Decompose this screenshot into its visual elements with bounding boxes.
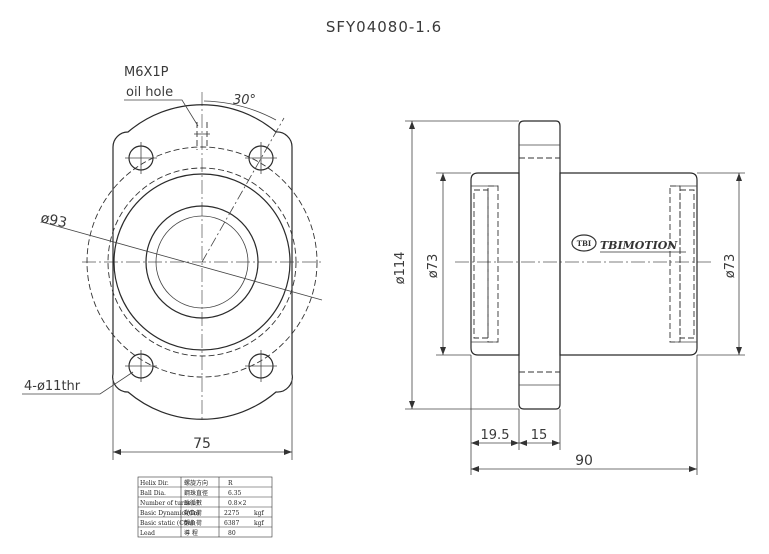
table-row: Basic Dynamic (Ca) 動負荷 2275 kgf	[140, 509, 264, 517]
body-right	[559, 172, 698, 356]
svg-text:0.8×2: 0.8×2	[228, 500, 247, 507]
table-row: Number of turns 珠循數 0.8×2	[140, 499, 247, 507]
svg-text:動負荷: 動負荷	[184, 509, 202, 517]
diameter-label: ø93	[39, 210, 68, 231]
svg-text:鋼珠直徑: 鋼珠直徑	[184, 489, 208, 497]
body-diameter-left-label: ø73	[426, 254, 441, 279]
angle-arc	[203, 100, 277, 121]
thread-label: M6X1P	[124, 65, 169, 80]
arrow	[284, 449, 292, 455]
svg-text:6.35: 6.35	[228, 490, 242, 497]
svg-text:Ball Dia.: Ball Dia.	[140, 490, 166, 497]
table-row: Helix Dir. 螺旋方向 R	[140, 479, 233, 487]
holes-label: 4-ø11thr	[24, 379, 81, 394]
svg-text:2275: 2275	[224, 510, 239, 517]
svg-text:80: 80	[228, 530, 236, 537]
seal-left-hidden	[473, 189, 489, 339]
brand-mark: TBI	[577, 239, 591, 248]
angle-label: 30°	[233, 93, 256, 108]
diameter-leader	[41, 221, 323, 301]
oil-hole	[194, 122, 210, 150]
body-outer-circle	[113, 173, 291, 351]
table-row: Ball Dia. 鋼珠直徑 6.35	[140, 489, 242, 497]
seal-right-hidden-2	[669, 185, 681, 343]
seal-left-hidden-2	[487, 185, 499, 343]
svg-text:螺旋方向: 螺旋方向	[184, 479, 208, 487]
mounting-holes	[125, 142, 277, 382]
nut-inner-circle	[145, 205, 259, 319]
spec-table: Helix Dir. 螺旋方向 R Ball Dia. 鋼珠直徑 6.35 Nu…	[137, 476, 273, 538]
arrow	[409, 401, 415, 409]
bolt-circle	[107, 167, 297, 357]
svg-text:Basic Dynamic (Ca): Basic Dynamic (Ca)	[140, 510, 200, 517]
body-left	[470, 172, 520, 356]
svg-text:Lead: Lead	[140, 530, 155, 537]
dim-a-label: 19.5	[481, 428, 510, 443]
body-diameter-right-label: ø73	[723, 254, 738, 279]
svg-text:kgf: kgf	[254, 520, 264, 527]
holes-leader	[22, 371, 134, 395]
dim-b-label: 15	[531, 428, 548, 443]
oil-hole-leader	[124, 99, 199, 127]
arrow	[409, 121, 415, 129]
brand-text: TBIMOTION	[600, 239, 678, 252]
oil-hole-label: oil hole	[126, 85, 173, 100]
arrow	[113, 449, 121, 455]
brand-logo: TBI TBIMOTION	[571, 234, 686, 253]
flange-circle-hidden	[86, 146, 318, 378]
svg-text:Helix Dir.: Helix Dir.	[140, 480, 169, 487]
svg-text:導 程: 導 程	[184, 529, 198, 537]
svg-text:R: R	[228, 480, 233, 487]
front-view: M6X1P oil hole 30° ø93 4-ø11thr 75	[22, 65, 323, 460]
svg-text:6387: 6387	[224, 520, 239, 527]
length-label: 90	[575, 453, 593, 469]
svg-text:靜負荷: 靜負荷	[184, 519, 202, 527]
bore-circle	[155, 215, 249, 309]
flange-diameter-label: ø114	[393, 252, 408, 285]
svg-text:kgf: kgf	[254, 510, 264, 517]
side-view: TBI TBIMOTION ø114 ø73 ø73	[393, 120, 745, 475]
seal-right-hidden	[679, 189, 695, 339]
table-row: Basic static (C0a) 靜負荷 6387 kgf	[140, 519, 264, 527]
angle-line	[201, 117, 285, 263]
flange-body	[518, 120, 561, 410]
brand-mark-icon	[571, 234, 597, 252]
width-label: 75	[193, 436, 211, 452]
table-row: Lead 導 程 80	[140, 529, 236, 537]
svg-text:Basic static (C0a): Basic static (C0a)	[140, 520, 194, 527]
svg-text:Number of turns: Number of turns	[140, 500, 191, 507]
svg-text:珠循數: 珠循數	[184, 499, 202, 507]
drawing-title: SFY04080-1.6	[326, 18, 442, 36]
